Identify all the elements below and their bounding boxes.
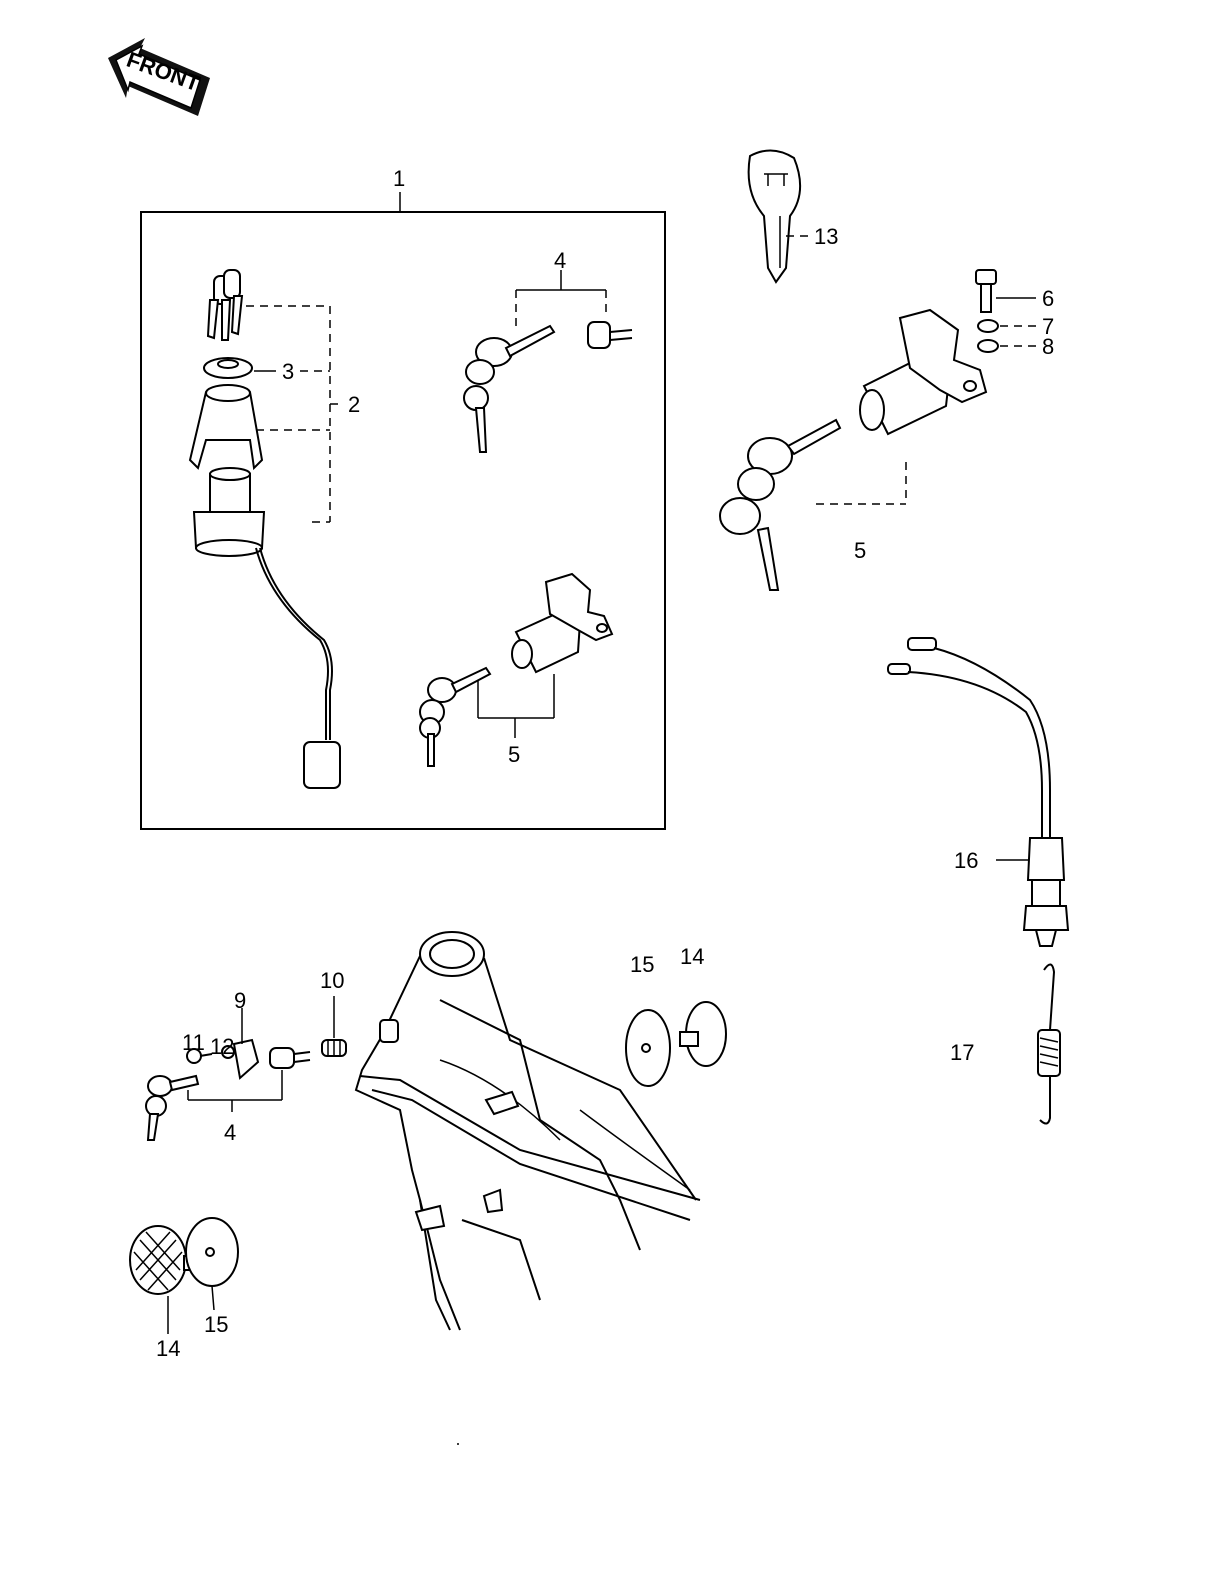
callout-10: 10 <box>320 968 344 993</box>
reflector-drawing-left <box>129 1217 239 1334</box>
callout-9: 9 <box>234 988 246 1013</box>
reflector-drawing-right <box>625 1001 727 1087</box>
callout-2: 2 <box>348 392 360 417</box>
key-lock-set-drawing <box>463 270 633 453</box>
callout-14-right: 14 <box>680 944 704 969</box>
callout-15-left: 15 <box>204 1312 228 1337</box>
callout-5-inner: 5 <box>508 742 520 767</box>
neutral-switch-drawing <box>887 637 1070 947</box>
callout-6: 6 <box>1042 286 1054 311</box>
callout-13: 13 <box>814 224 838 249</box>
steering-lock-drawing-outer <box>719 269 1036 591</box>
callout-3: 3 <box>282 359 294 384</box>
callout-14-left: 14 <box>156 1336 180 1361</box>
seat-lock-set-drawing <box>145 996 347 1141</box>
callout-8: 8 <box>1042 334 1054 359</box>
ignition-kit-box <box>140 192 666 830</box>
callout-11: 11 <box>182 1030 205 1055</box>
callout-12: 12 <box>210 1034 234 1059</box>
callout-16: 16 <box>954 848 978 873</box>
front-arrow-icon: FRONT <box>108 38 210 116</box>
spring-drawing <box>1037 963 1061 1125</box>
callout-4-top: 4 <box>554 248 566 273</box>
callout-1: 1 <box>393 166 405 191</box>
callout-7: 7 <box>1042 314 1054 339</box>
ignition-switch-drawing <box>188 269 342 789</box>
scan-speck <box>457 1443 459 1445</box>
frame-drawing <box>354 931 701 1331</box>
callout-17: 17 <box>950 1040 974 1065</box>
steering-lock-drawing-inner <box>419 572 614 767</box>
callout-15-right: 15 <box>630 952 654 977</box>
callout-4-bottom: 4 <box>224 1120 236 1145</box>
callout-5-outer: 5 <box>854 538 866 563</box>
key-blank-drawing <box>747 149 808 284</box>
